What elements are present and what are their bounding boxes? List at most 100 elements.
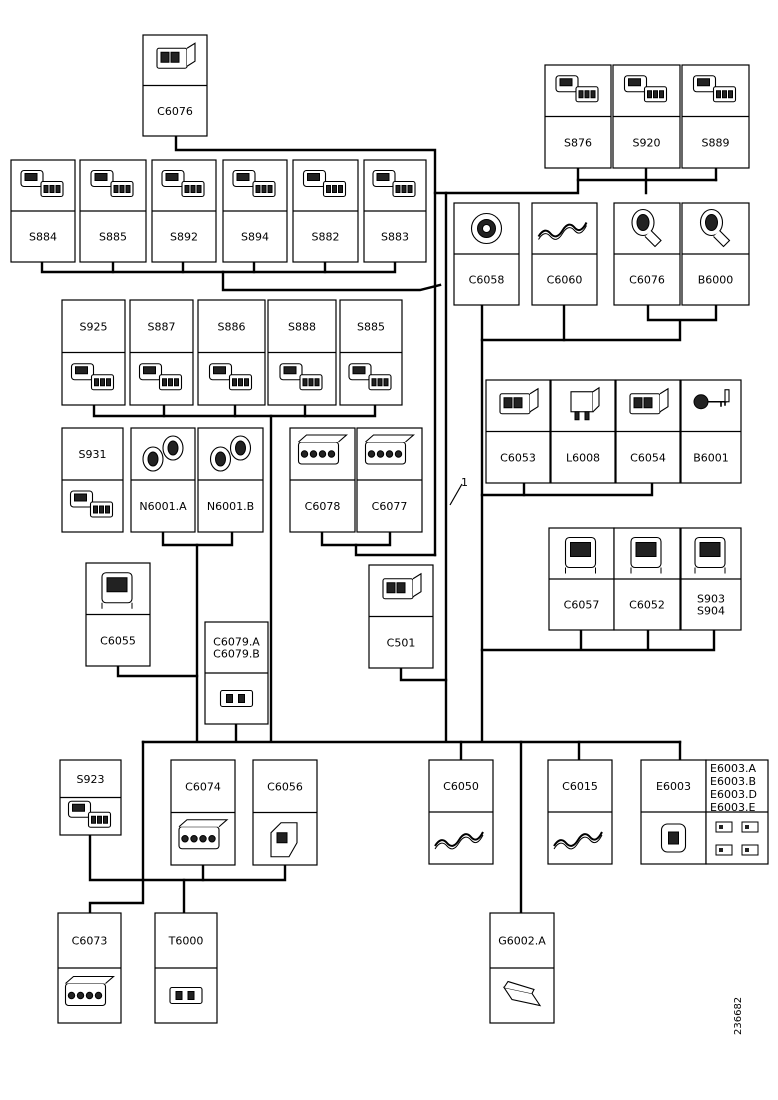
- harness-connector-icon: [694, 536, 726, 574]
- component-t6000: T6000: [154, 912, 218, 1024]
- small-plug-icon: [219, 689, 254, 708]
- component-label: C6073: [72, 935, 108, 948]
- component-c6050: C6050: [428, 759, 494, 865]
- component-c6073: C6073: [57, 912, 122, 1024]
- e6003-subparts: [705, 759, 769, 865]
- component-label: T6000: [168, 935, 204, 948]
- switch-icon: [161, 169, 205, 198]
- component-c6078: C6078: [289, 427, 356, 533]
- component-label: S887: [148, 320, 176, 333]
- component-label: C6076: [157, 105, 193, 118]
- connector-block-icon: [64, 975, 115, 1007]
- component-label: C6077: [372, 500, 408, 513]
- component-s885: S885: [79, 159, 147, 263]
- harness-pointer: [449, 483, 463, 506]
- component-s888: S888: [267, 299, 337, 406]
- component-label: S886: [218, 320, 246, 333]
- component-label: G6002.A: [498, 935, 546, 948]
- wire-splice-icon: [434, 831, 484, 850]
- component-label: B6000: [698, 274, 734, 287]
- round-socket-icon: [470, 212, 503, 245]
- component-label: S920: [633, 136, 661, 149]
- component-s884: S884: [10, 159, 76, 263]
- component-e6003: E6003: [640, 759, 707, 865]
- component-label: S903: [697, 593, 725, 606]
- component-b6000: B6000: [681, 202, 750, 306]
- component-c6054: C6054: [615, 379, 681, 484]
- component-label: C6079.A: [213, 636, 260, 649]
- e6003-sublabels: E6003.A E6003.B E6003.D E6003.E: [710, 762, 757, 814]
- component-label: S883: [381, 231, 409, 244]
- small-plug-icon: [169, 986, 203, 1005]
- component-s925: S925: [61, 299, 126, 406]
- switch-icon: [232, 169, 276, 198]
- component-label: C6056: [267, 780, 303, 793]
- connector-plug-icon: [629, 387, 669, 415]
- component-s885: S885: [339, 299, 403, 406]
- component-l6008: L6008: [550, 379, 616, 484]
- e6003-sublabel: E6003.E: [710, 801, 755, 814]
- connector-plug-icon: [499, 387, 539, 415]
- ground-terminal-icon: [502, 980, 542, 1007]
- component-c501: C501: [368, 564, 434, 669]
- e6003-sublabel: E6003.A: [710, 762, 756, 775]
- component-c6057: C6057: [548, 527, 615, 631]
- switch-icon: [90, 169, 134, 198]
- harness-connector-icon: [564, 536, 597, 574]
- component-label: C6058: [469, 274, 505, 287]
- component-c6055: C6055: [85, 562, 151, 667]
- component-label: S923: [77, 773, 105, 786]
- component-label: C6050: [443, 780, 479, 793]
- component-n6001-a: N6001.A: [130, 427, 196, 533]
- bulb-holder-icon: [699, 208, 731, 248]
- component-s876: S876: [544, 64, 612, 169]
- connector-plug-icon: [382, 572, 422, 600]
- switch-icon: [70, 363, 115, 391]
- component-label: E6003: [656, 780, 691, 793]
- component-label: C6054: [630, 451, 666, 464]
- harness-label: 1: [461, 476, 468, 489]
- component-s894: S894: [222, 159, 288, 263]
- component-label: C6076: [629, 274, 665, 287]
- component-g6002-a: G6002.A: [489, 912, 555, 1024]
- switch-icon: [67, 800, 112, 828]
- wire-splice-icon: [537, 222, 588, 240]
- switch-icon: [555, 75, 599, 103]
- switch-icon: [279, 363, 323, 391]
- component-label: C6060: [547, 274, 583, 287]
- switch-icon: [138, 363, 183, 391]
- component-c6074: C6074: [170, 759, 236, 866]
- bulb-holder-icon: [631, 208, 662, 248]
- harness-connector-icon: [101, 572, 133, 609]
- component-label: C501: [387, 636, 416, 649]
- component-c6076: C6076: [613, 202, 681, 306]
- switch-icon: [302, 169, 347, 198]
- component-label: C6055: [100, 634, 136, 647]
- component-s931: S931: [61, 427, 124, 533]
- component-label: S931: [79, 448, 107, 461]
- component-label: C6057: [564, 599, 600, 612]
- connector-block-icon: [178, 819, 229, 850]
- switch-icon: [69, 490, 114, 518]
- component-c6076: C6076: [142, 34, 208, 137]
- component-label: C6074: [185, 780, 221, 793]
- component-s887: S887: [129, 299, 194, 406]
- component-label: N6001.B: [207, 500, 254, 513]
- component-label: C6052: [629, 599, 665, 612]
- component-s882: S882: [292, 159, 359, 263]
- harness-wires: [40, 134, 718, 915]
- component-s889: S889: [681, 64, 750, 169]
- component-label: B6001: [693, 451, 729, 464]
- component-s923: S923: [59, 759, 122, 836]
- switch-icon: [623, 75, 668, 103]
- lamp-pair-icon: [209, 435, 252, 472]
- component-c6053: C6053: [485, 379, 551, 484]
- connector-plug-icon: [156, 42, 196, 69]
- component-label: C6053: [500, 451, 536, 464]
- angled-connector-icon: [270, 822, 298, 858]
- connector-block-icon: [297, 434, 348, 465]
- switch-icon: [20, 169, 64, 198]
- component-s920: S920: [612, 64, 681, 169]
